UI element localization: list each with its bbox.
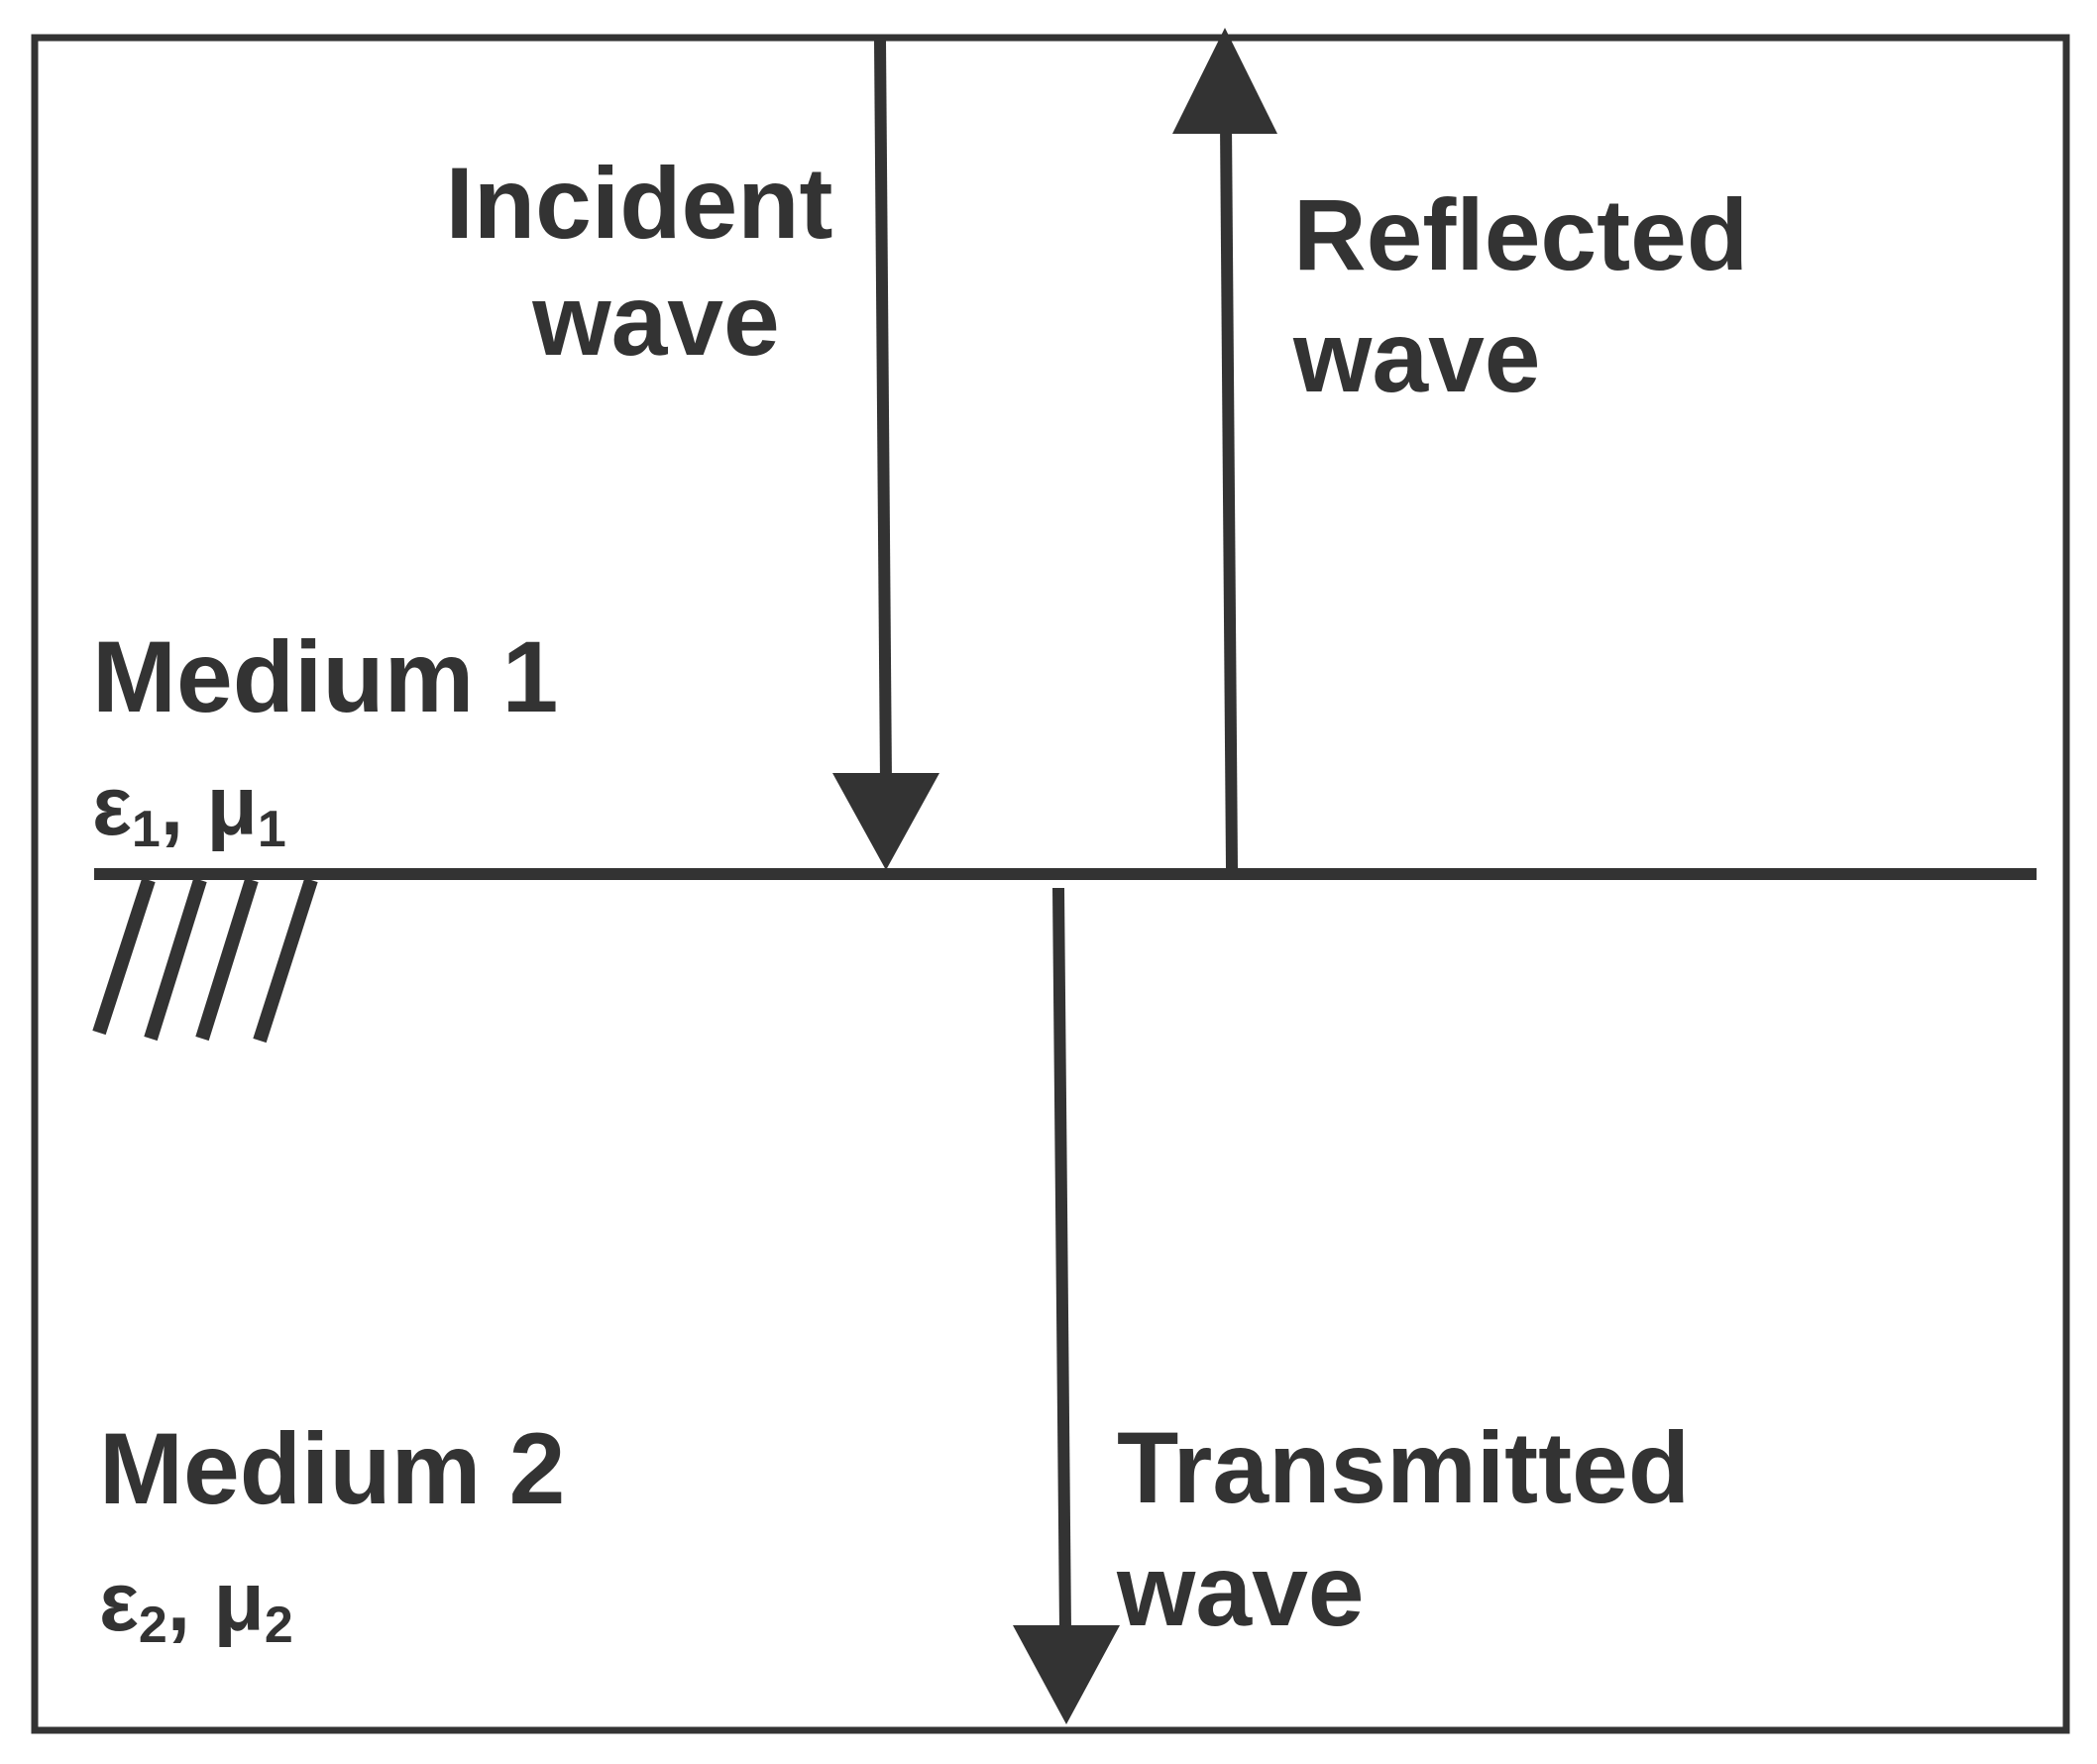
interface-hatching [92,877,318,1044]
medium1-epsilon: ε [92,759,132,852]
medium2-epsilon: ε [99,1555,139,1648]
reflected-label-line1: Reflected [1293,178,1748,291]
medium1-mu-subscript: 1 [258,801,286,858]
medium1-mu: μ [206,759,257,852]
incident-label-line2: wave [531,264,780,377]
medium1-epsilon-subscript: 1 [132,801,161,858]
medium2-epsilon-subscript: 2 [139,1597,167,1654]
transmitted-wave-arrow [1013,887,1120,1724]
reflected-arrowhead [1172,28,1277,134]
hatch-mark [253,877,318,1044]
transmitted-arrow-shaft [1052,887,1071,1631]
medium2-mu-subscript: 2 [265,1597,293,1654]
reflected-arrow-shaft [1220,123,1238,869]
frame-border [31,34,2070,1734]
incident-arrowhead [832,773,939,870]
medium1-label: Medium 1 [92,620,558,733]
hatch-mark [144,877,207,1042]
medium2-properties: ε2, μ2 [99,1555,293,1654]
incident-arrow-shaft [874,39,892,784]
transmitted-arrowhead [1013,1625,1120,1724]
transmitted-label-line1: Transmitted [1117,1411,1690,1524]
hatch-mark [195,877,259,1042]
transmitted-label-line2: wave [1116,1534,1365,1647]
medium1-separator: , [161,759,207,852]
reflected-label-line2: wave [1292,300,1541,413]
hatch-mark [92,877,156,1036]
medium2-mu: μ [213,1555,264,1648]
medium1-properties: ε1, μ1 [92,759,286,858]
incident-label-line1: Incident [445,147,832,260]
medium2-label: Medium 2 [99,1412,565,1525]
reflected-wave-arrow [1172,28,1277,869]
medium2-separator: , [167,1555,214,1648]
incident-wave-arrow [832,39,939,870]
